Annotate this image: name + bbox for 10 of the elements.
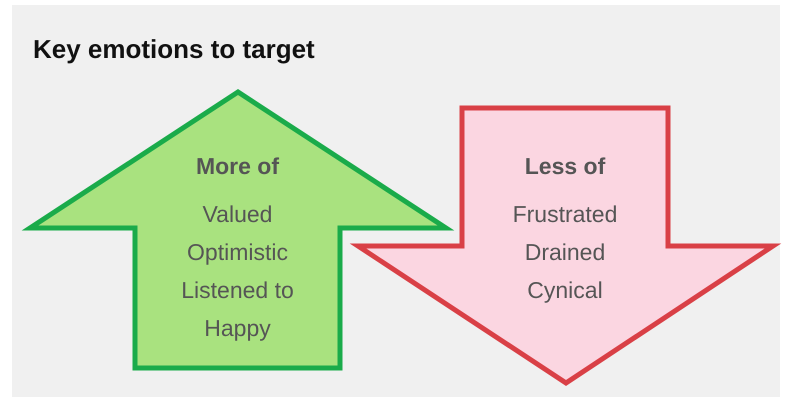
emotion-item: Happy bbox=[204, 314, 271, 343]
emotion-item: Optimistic bbox=[187, 238, 288, 267]
emotion-item: Frustrated bbox=[512, 200, 618, 229]
emotion-item: Listened to bbox=[181, 276, 294, 305]
arrow-heading: Less of bbox=[524, 152, 606, 181]
title: Key emotions to target bbox=[33, 34, 315, 65]
emotion-item: Drained bbox=[524, 238, 606, 267]
arrow-heading: More of bbox=[196, 152, 280, 181]
emotion-item: Cynical bbox=[527, 276, 603, 305]
emotion-item: Valued bbox=[202, 200, 272, 229]
